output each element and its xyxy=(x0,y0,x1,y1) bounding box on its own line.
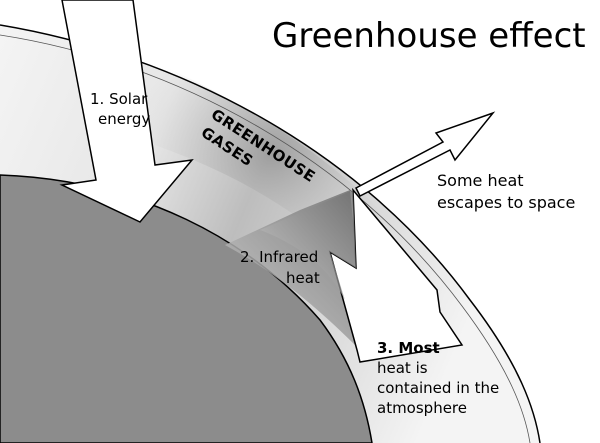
infrared-label-line1: 2. Infrared xyxy=(240,248,318,266)
escape-label-line2: escapes to space xyxy=(437,193,575,212)
solar-energy-arrow xyxy=(59,0,194,223)
escape-label-line1: Some heat xyxy=(437,171,524,190)
infrared-label-line2: heat xyxy=(286,269,320,287)
most-label-line2: contained in the xyxy=(377,379,499,397)
trapped-heat-arrow-shade xyxy=(260,190,356,300)
solar-label-line2: energy xyxy=(98,110,150,128)
solar-label-line1: 1. Solar xyxy=(90,90,148,108)
escape-arrow xyxy=(355,111,496,198)
most-label-bold: 3. Most xyxy=(377,339,440,357)
diagram-title: Greenhouse effect xyxy=(272,16,586,56)
most-label-line1: heat is xyxy=(377,359,428,377)
most-label-line3: atmosphere xyxy=(377,399,467,417)
